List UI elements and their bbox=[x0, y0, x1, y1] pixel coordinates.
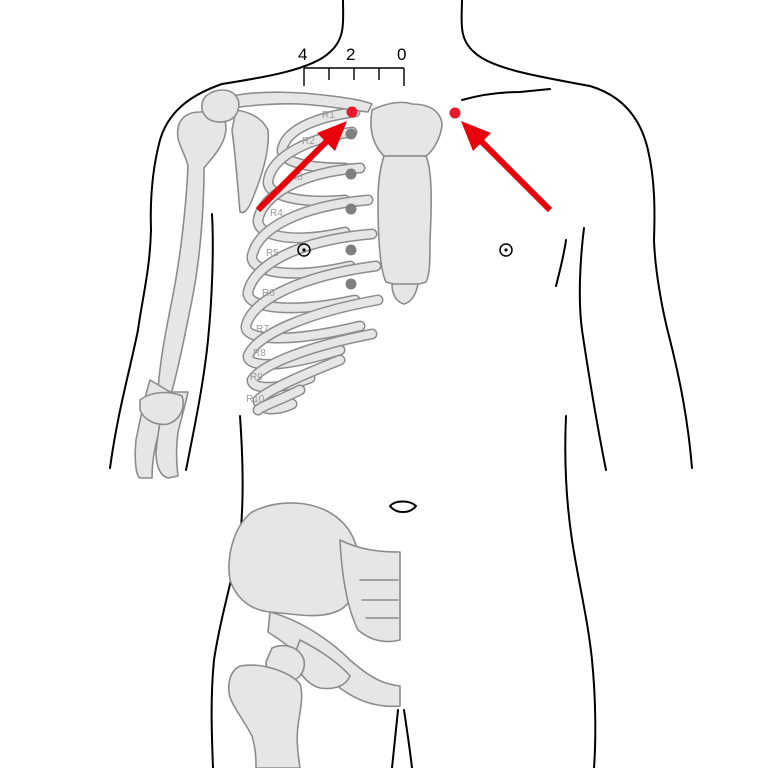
elbow bbox=[139, 391, 184, 426]
rib-label-r3: R3 bbox=[290, 172, 303, 183]
rib-label-r9: R9 bbox=[250, 372, 263, 383]
scapula bbox=[231, 109, 270, 214]
rib-label-r4: R4 bbox=[270, 208, 283, 219]
rib-label-r7: R7 bbox=[256, 324, 269, 335]
rib-label-r10: R10 bbox=[246, 394, 265, 405]
inner-leg-left bbox=[391, 709, 399, 769]
rib-label-r2: R2 bbox=[302, 136, 315, 147]
rib-label-r5: R5 bbox=[266, 248, 279, 259]
red-markers bbox=[346, 106, 461, 119]
grey-marker-4 bbox=[345, 244, 357, 256]
navel bbox=[389, 500, 417, 513]
sacrum bbox=[339, 539, 401, 643]
humeral-head bbox=[201, 89, 240, 123]
nipples bbox=[297, 243, 513, 257]
grey-marker-2 bbox=[345, 168, 357, 180]
right-arm-outer bbox=[589, 85, 693, 469]
left-arm-inner bbox=[185, 213, 214, 471]
red-marker-right bbox=[449, 107, 461, 119]
ilium bbox=[228, 502, 360, 617]
grey-marker-5 bbox=[345, 278, 357, 290]
manubrium bbox=[370, 101, 443, 157]
humerus bbox=[156, 110, 227, 406]
sternum bbox=[370, 101, 443, 305]
red-marker-left bbox=[346, 106, 358, 118]
scale-bar: 4 2 0 bbox=[298, 45, 406, 86]
grey-marker-3 bbox=[345, 203, 357, 215]
femur-shaft bbox=[227, 664, 303, 769]
neck-right-line bbox=[460, 0, 591, 87]
scale-tick-4: 4 bbox=[298, 45, 307, 64]
grey-markers bbox=[345, 128, 357, 290]
rib-label-r1: R1 bbox=[322, 110, 335, 121]
grey-marker-1 bbox=[345, 128, 357, 140]
right-torso-side bbox=[564, 415, 597, 769]
rib-label-r8: R8 bbox=[253, 348, 266, 359]
left-arm-outer bbox=[109, 83, 223, 469]
scale-tick-2: 2 bbox=[346, 45, 355, 64]
right-nipple bbox=[499, 243, 513, 257]
left-torso-side bbox=[210, 415, 244, 769]
rib-label-r6: R6 bbox=[262, 288, 275, 299]
right-clavicle-hint bbox=[461, 88, 551, 101]
sternum-body bbox=[377, 155, 432, 286]
neck-left-line bbox=[221, 0, 345, 85]
rib-labels: R1 R2 R3 R4 R5 R6 R7 R8 R9 R10 bbox=[246, 110, 335, 405]
rib-cage bbox=[240, 106, 384, 416]
arrow-left bbox=[255, 121, 347, 213]
pelvis bbox=[227, 502, 401, 769]
clavicle bbox=[231, 91, 373, 113]
inner-leg-right bbox=[403, 709, 413, 769]
right-armpit-crease bbox=[555, 239, 567, 287]
xiphoid bbox=[391, 283, 419, 305]
body-outline bbox=[109, 0, 693, 769]
red-arrows bbox=[255, 121, 553, 213]
left-nipple bbox=[297, 243, 311, 257]
arrow-right bbox=[461, 121, 553, 213]
scale-tick-0: 0 bbox=[397, 45, 406, 64]
right-arm-inner bbox=[578, 227, 607, 471]
skeleton: R1 R2 R3 R4 R5 R6 R7 R8 R9 R10 bbox=[134, 89, 443, 769]
scale-bar-line bbox=[303, 67, 405, 86]
